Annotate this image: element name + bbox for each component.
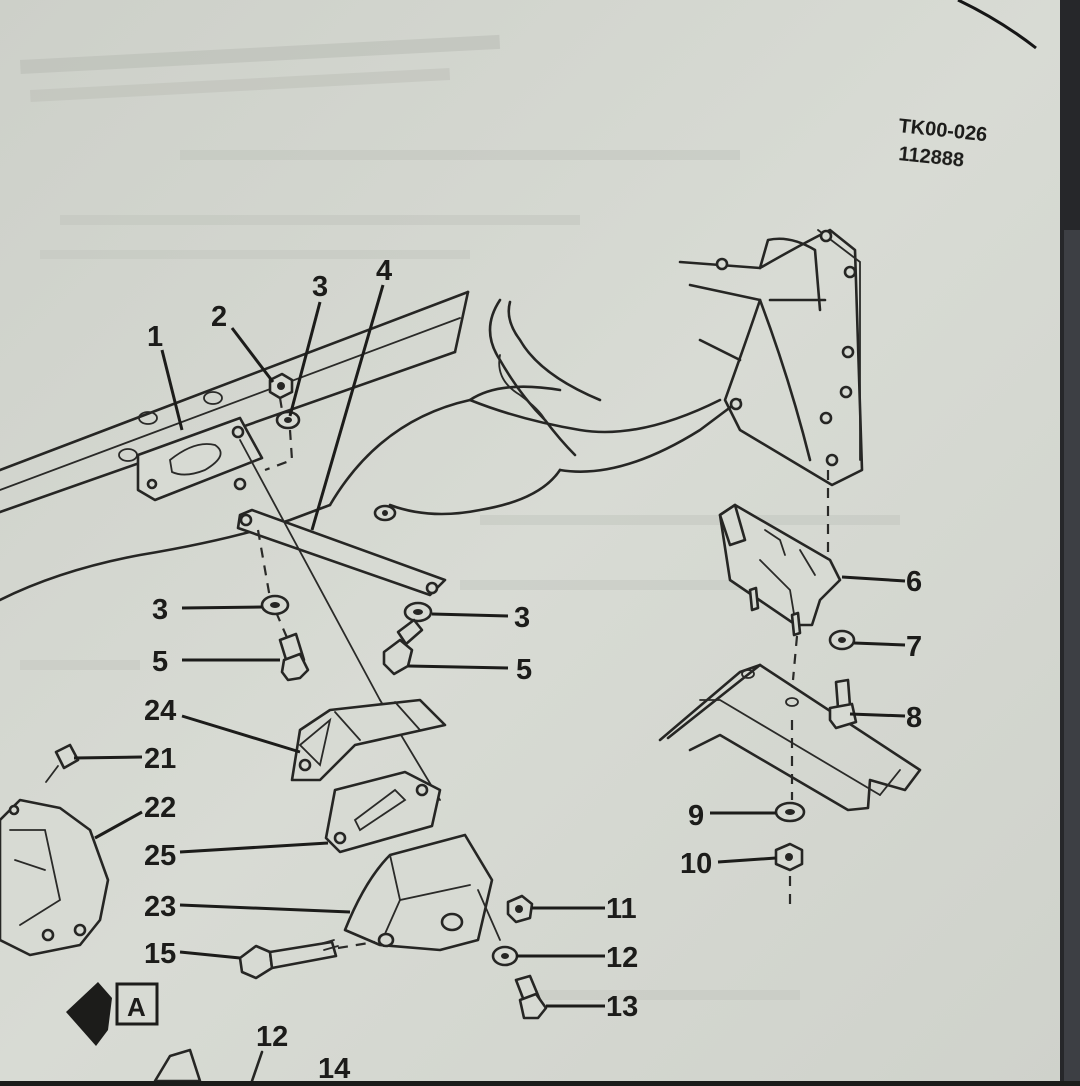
part-7-washer xyxy=(828,629,856,651)
callout-12: 12 xyxy=(606,942,638,974)
part-13-bolt xyxy=(514,974,548,1020)
part-22-engine-mount xyxy=(0,798,110,957)
view-a-marker: A xyxy=(66,982,159,1046)
part-3-washer-left xyxy=(260,594,290,616)
callout-5-right: 5 xyxy=(516,654,532,686)
callout-7: 7 xyxy=(906,631,922,663)
callout-15: 15 xyxy=(144,938,176,970)
part-3-washer-top xyxy=(275,410,301,430)
callout-2: 2 xyxy=(211,301,227,333)
part-9-washer xyxy=(774,801,806,823)
part-15-through-bolt xyxy=(238,939,376,980)
callout-23: 23 xyxy=(144,891,176,923)
callout-14: 14 xyxy=(318,1053,350,1081)
view-marker-label: A xyxy=(127,992,146,1022)
part-3-washer-right xyxy=(403,601,433,623)
callout-8: 8 xyxy=(906,702,922,734)
part-23-mount xyxy=(343,833,494,952)
callout-5-left: 5 xyxy=(152,646,168,678)
callout-4: 4 xyxy=(376,255,392,287)
callout-numbers: 1 2 3 4 3 5 3 5 6 7 8 9 10 24 21 22 25 2… xyxy=(144,255,922,1085)
callout-11: 11 xyxy=(606,893,637,925)
callout-21: 21 xyxy=(144,743,176,775)
part-24-bracket xyxy=(290,698,447,782)
callout-3-top: 3 xyxy=(312,271,328,303)
page-border-curve xyxy=(957,0,1037,50)
callout-3-left: 3 xyxy=(152,594,168,626)
part-5-bolt-right xyxy=(382,618,424,676)
callout-10: 10 xyxy=(680,848,712,880)
part-21-bolt xyxy=(45,743,80,783)
part-11-nut xyxy=(506,894,534,924)
callout-1: 1 xyxy=(147,321,163,353)
leader-lines xyxy=(73,284,906,1008)
part-10-nut xyxy=(774,842,804,872)
callout-22: 22 xyxy=(144,792,176,824)
callout-13: 13 xyxy=(606,991,638,1023)
part-25-plate xyxy=(324,770,442,854)
part-12-washer xyxy=(491,945,519,967)
callout-24: 24 xyxy=(144,695,176,727)
crossmember xyxy=(658,663,922,812)
callout-9: 9 xyxy=(688,800,704,832)
part-5-bolt-left xyxy=(278,632,310,682)
callout-25: 25 xyxy=(144,840,176,872)
callout-6: 6 xyxy=(906,566,922,598)
callout-12-bottom: 12 xyxy=(256,1021,288,1053)
part-2-nut xyxy=(268,372,294,400)
part-8-bolt xyxy=(828,678,858,730)
part-6-trans-mount xyxy=(718,503,842,637)
bleed-through-text xyxy=(20,34,900,1000)
callout-3-right: 3 xyxy=(514,602,530,634)
part-1-frame-bracket xyxy=(136,416,264,502)
